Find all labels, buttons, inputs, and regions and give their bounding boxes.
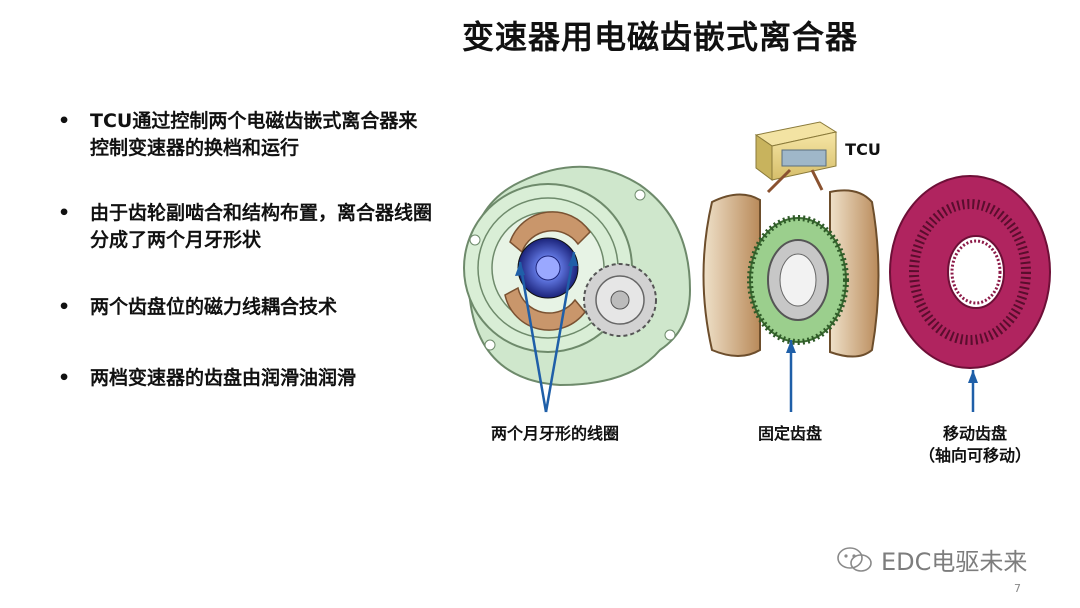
bullet-list: • TCU通过控制两个电磁齿嵌式离合器来控制变速器的换档和运行 • 由于齿轮副啮…: [52, 108, 432, 432]
bullet-text: 由于齿轮副啮合和结构布置，离合器线圈分成了两个月牙形状: [90, 202, 433, 251]
bullet-item: • 两个齿盘位的磁力线耦合技术: [52, 294, 432, 321]
page-number: 7: [1014, 582, 1021, 595]
slide-title: 变速器用电磁齿嵌式离合器: [461, 18, 858, 56]
bullet-marker: •: [58, 110, 71, 132]
fixed-disc-assembly-image: [702, 168, 880, 358]
tcu-module-image: [754, 121, 838, 181]
bullet-item: • 由于齿轮副啮合和结构布置，离合器线圈分成了两个月牙形状: [52, 200, 432, 254]
coils-label: 两个月牙形的线圈: [490, 424, 619, 443]
bullet-text: 两个齿盘位的磁力线耦合技术: [90, 296, 338, 318]
bullet-marker: •: [58, 202, 71, 224]
coil-pointer-left: [518, 261, 548, 413]
bullet-text: TCU通过控制两个电磁齿嵌式离合器来控制变速器的换档和运行: [90, 110, 418, 159]
pointer-arrowheads: [515, 252, 978, 383]
watermark-text: EDC电驱未来: [881, 548, 1028, 576]
wechat-icon: [837, 546, 872, 572]
fixed-disc-label: 固定齿盘: [757, 424, 822, 443]
tcu-label: TCU: [845, 140, 881, 159]
coil-pointer-right: [544, 251, 576, 413]
bullet-marker: •: [58, 367, 71, 389]
moving-disc-label: 移动齿盘: [942, 424, 1007, 443]
moving-disc-image: [889, 175, 1051, 369]
bullet-marker: •: [58, 296, 71, 318]
moving-disc-sublabel: （轴向可移动）: [918, 446, 1031, 465]
watermark: EDC电驱未来: [835, 542, 1027, 577]
bullet-item: • TCU通过控制两个电磁齿嵌式离合器来控制变速器的换档和运行: [52, 108, 432, 162]
bullet-text: 两档变速器的齿盘由润滑油润滑: [90, 367, 357, 389]
bullet-item: • 两档变速器的齿盘由润滑油润滑: [52, 365, 432, 392]
housing-assembly-image: [463, 165, 692, 387]
